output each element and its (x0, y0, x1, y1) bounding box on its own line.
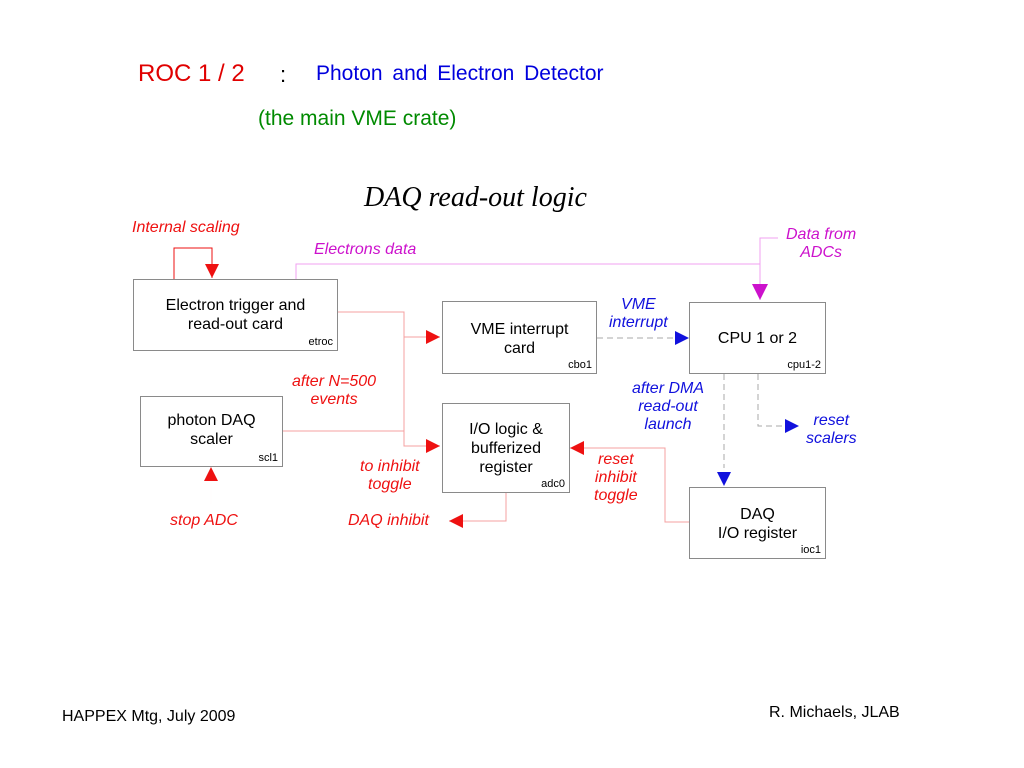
daq-inhibit-arrow (449, 493, 507, 528)
cpu-label: CPU 1 or 2 (717, 330, 798, 347)
reset-inhibit-toggle-label: reset inhibit toggle (594, 451, 638, 504)
adc0-id: adc0 (541, 478, 565, 490)
internal-scaling-label: Internal scaling (132, 219, 240, 236)
data-from-adcs-label: Data from ADCs (786, 226, 857, 261)
ioc1-box: DAQ I/O register ioc1 (689, 487, 826, 559)
cbo1-label: VME interrupt card (470, 321, 569, 357)
slide-title-roc: ROC 1 / 2 (138, 60, 245, 87)
footer-meeting: HAPPEX Mtg, July 2009 (62, 708, 236, 725)
data-from-adcs-arrow (752, 237, 778, 300)
cbo1-id: cbo1 (568, 359, 592, 371)
adc0-box: I/O logic & bufferized register adc0 (442, 403, 570, 493)
diagram-title: DAQ read-out logic (364, 182, 587, 213)
scl1-box: photon DAQ scaler scl1 (140, 396, 283, 467)
scl1-label: photon DAQ scaler (167, 412, 256, 448)
etroc-label: Electron trigger and read-out card (165, 297, 306, 333)
cpu-id: cpu1-2 (787, 359, 821, 371)
reset-inhibit-arrow (570, 441, 689, 523)
cbo1-box: VME interrupt card cbo1 (442, 301, 597, 374)
etroc-box: Electron trigger and read-out card etroc (133, 279, 338, 351)
footer-author: R. Michaels, JLAB (769, 704, 900, 721)
ioc1-label: DAQ I/O register (717, 506, 798, 542)
after-n-events-label: after N=500 events (292, 373, 377, 408)
reset-scalers-arrow (757, 374, 798, 427)
slide-title-detector: Photon and Electron Detector (316, 62, 604, 85)
adc0-label: I/O logic & bufferized register (469, 421, 543, 476)
etroc-id: etroc (308, 336, 333, 348)
etroc-to-adc0-arrow (403, 337, 440, 453)
cpu-box: CPU 1 or 2 cpu1-2 (689, 302, 826, 374)
slide-subtitle: (the main VME crate) (258, 107, 457, 130)
scl1-id: scl1 (258, 452, 278, 464)
internal-scaling-loop (173, 247, 219, 280)
etroc-to-cbo1-arrow (338, 311, 440, 344)
electrons-data-line (295, 263, 760, 280)
vme-interrupt-label: VME interrupt (609, 296, 668, 331)
daq-inhibit-label: DAQ inhibit (348, 512, 429, 529)
after-dma-label: after DMA read-out launch (632, 380, 705, 433)
electrons-data-label: Electrons data (314, 241, 417, 258)
stop-adc-label: stop ADC (170, 512, 238, 529)
slide-title-colon: : (280, 62, 287, 87)
to-inhibit-toggle-label: to inhibit toggle (360, 458, 420, 493)
reset-scalers-label: reset scalers (806, 412, 857, 447)
ioc1-id: ioc1 (800, 544, 821, 556)
